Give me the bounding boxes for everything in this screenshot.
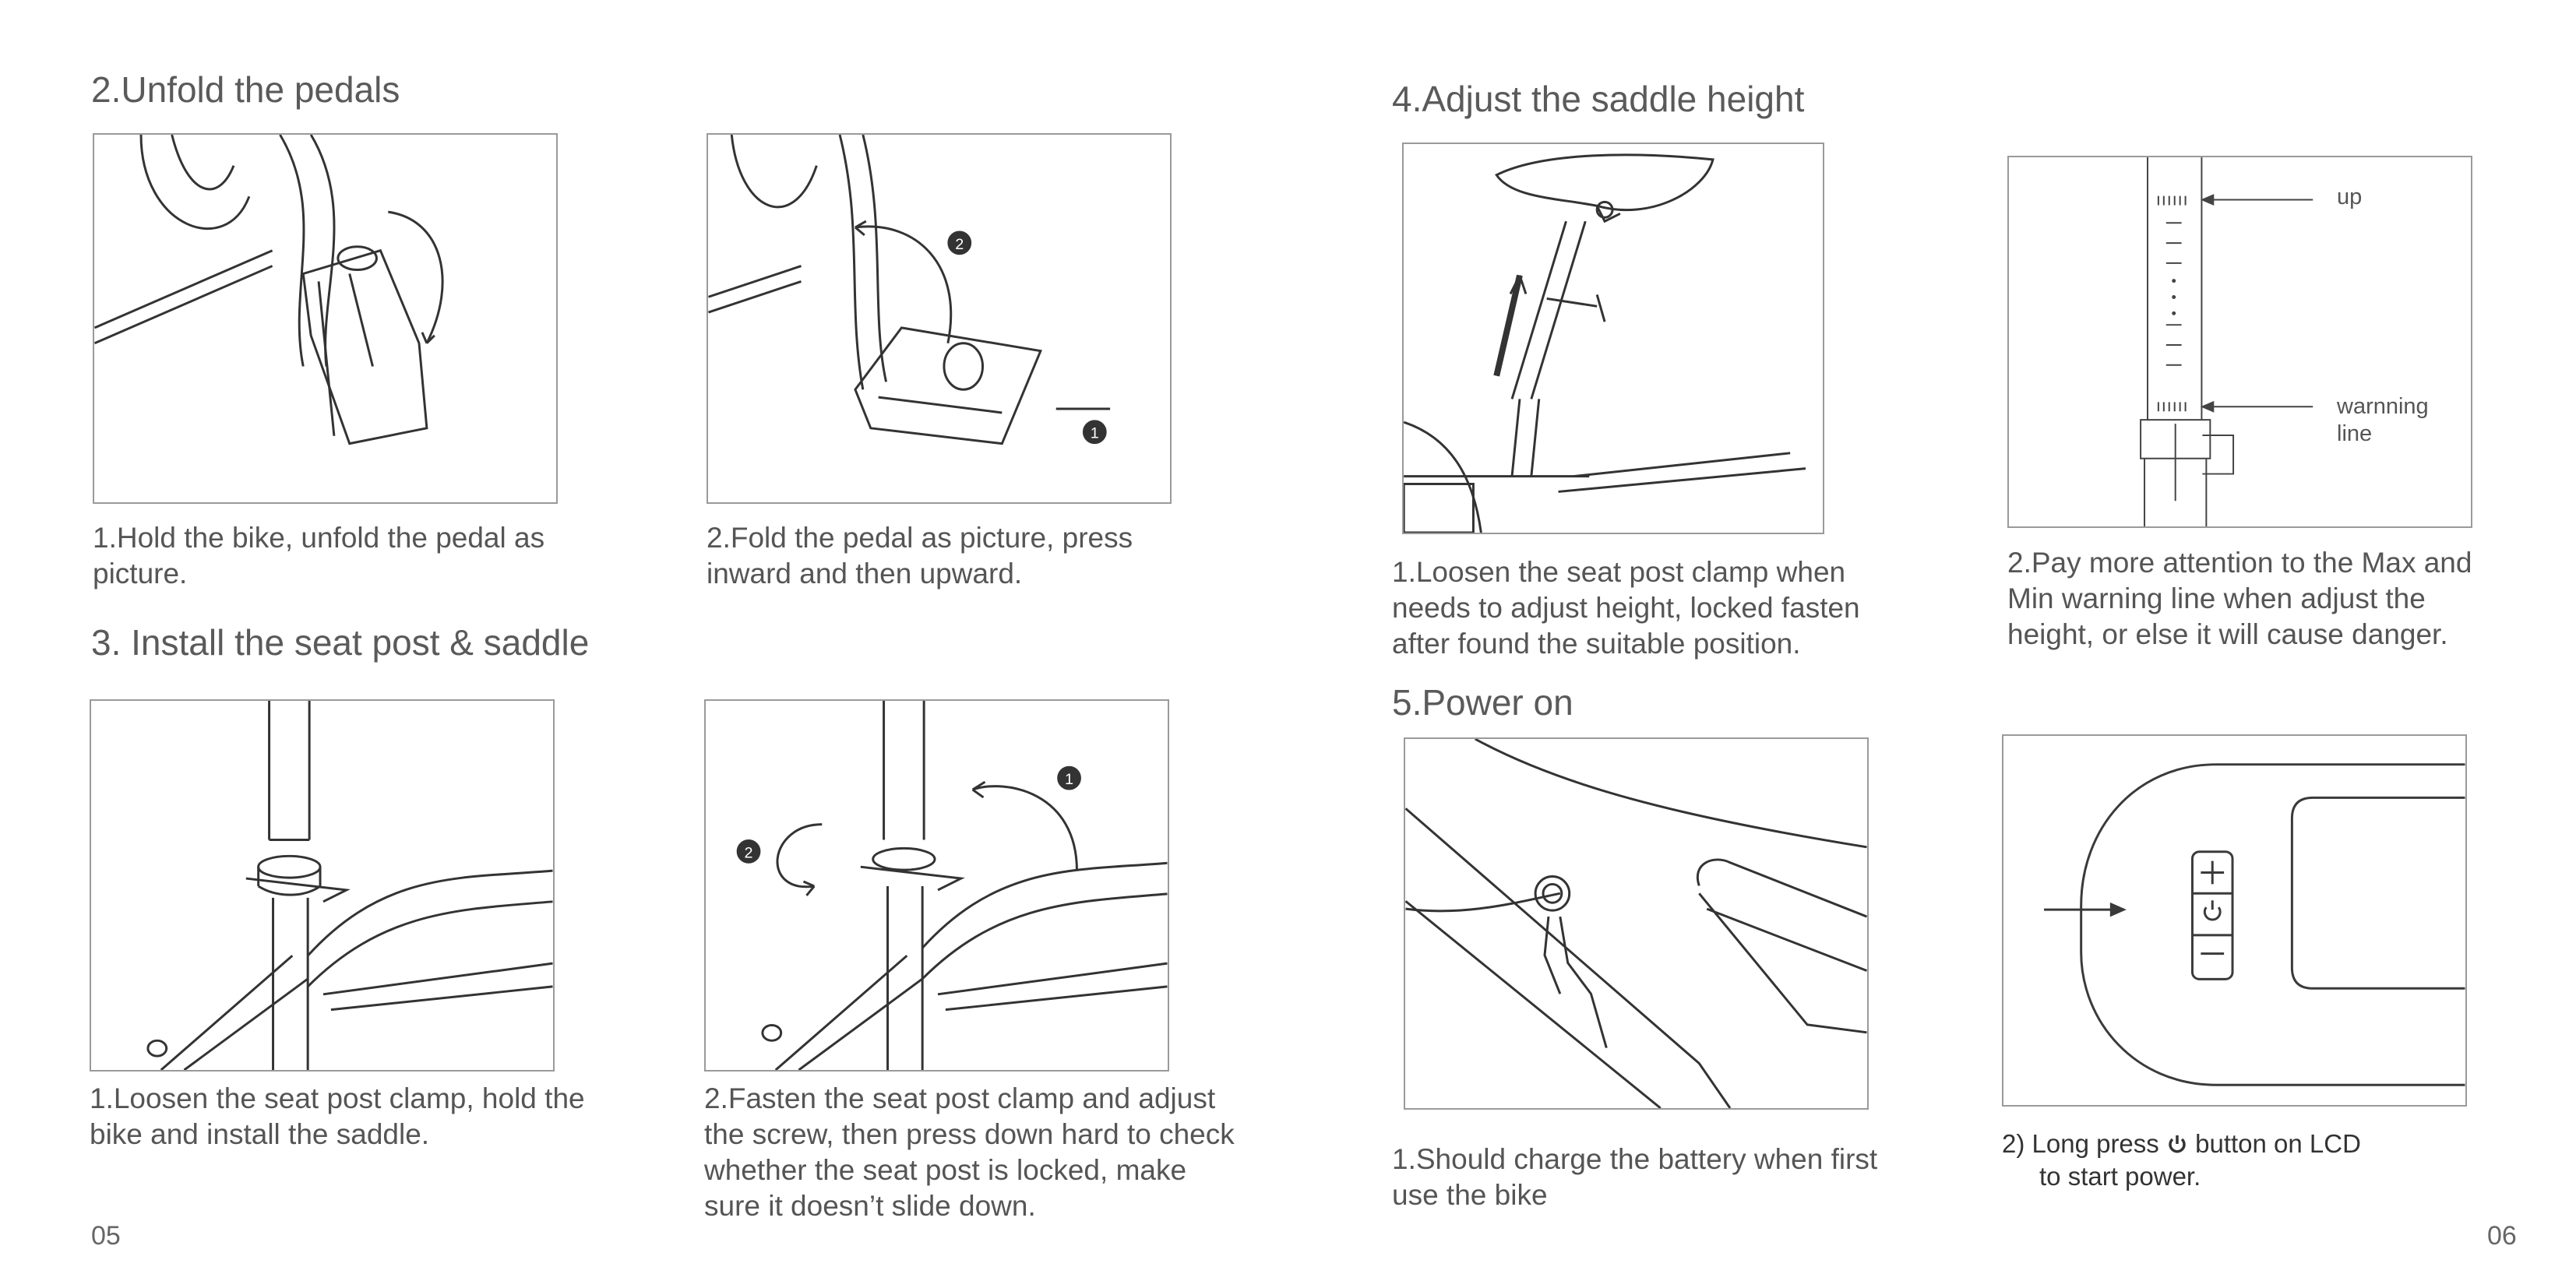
- caption-saddle-step2: 2.Pay more attention to the Max and Min …: [2007, 547, 2472, 650]
- caption-saddle-step1: 1.Loosen the seat post clamp when needs …: [1392, 556, 1860, 660]
- label-warning-line-1: warnning: [2337, 394, 2429, 419]
- caption-power-step1: 1.Should charge the battery when first u…: [1392, 1143, 1878, 1211]
- caption-power-step2-suffix: button on LCD: [2195, 1129, 2361, 1158]
- illustration-fasten-clamp: 1 2: [704, 699, 1169, 1072]
- caption-seatpost-step2: 2.Fasten the seat post clamp and adjust …: [704, 1082, 1235, 1222]
- power-icon: [2169, 1135, 2186, 1153]
- marker-2: 2: [745, 844, 753, 861]
- caption-power-step2: 2) Long press button on LCD to start pow…: [2002, 1128, 2485, 1193]
- section-title-power-on: 5.Power on: [1392, 682, 1573, 723]
- illustration-install-saddle: [90, 699, 555, 1072]
- illustration-warning-line: [2007, 156, 2472, 528]
- section-title-adjust-saddle: 4.Adjust the saddle height: [1392, 79, 1805, 119]
- label-warning-line: warnning line: [2337, 393, 2429, 448]
- page-number-left: 05: [91, 1221, 121, 1251]
- caption-unfold-step1: 1.Hold the bike, unfold the pedal as pic…: [93, 522, 545, 589]
- illustration-unfold-pedal: [93, 133, 558, 504]
- section-title-install-seat-post: 3. Install the seat post & saddle: [91, 622, 590, 663]
- marker-1: 1: [1091, 425, 1099, 442]
- plus-icon: [2201, 860, 2225, 885]
- label-up: up: [2337, 185, 2363, 209]
- caption-unfold-step2: 2.Fold the pedal as picture, press inwar…: [707, 522, 1133, 589]
- section-title-unfold-pedals: 2.Unfold the pedals: [91, 69, 400, 110]
- caption-power-step2-line2: to start power.: [2039, 1162, 2201, 1191]
- power-icon: [2203, 900, 2222, 921]
- marker-2: 2: [955, 236, 964, 253]
- label-warning-line-2: line: [2337, 421, 2373, 446]
- caption-power-step2-prefix: 2) Long press: [2002, 1129, 2159, 1158]
- page-number-right: 06: [2487, 1221, 2517, 1251]
- marker-1: 1: [1065, 771, 1073, 788]
- illustration-lcd-display: [2002, 734, 2467, 1107]
- illustration-fold-pedal: 2 1: [707, 133, 1172, 504]
- illustration-adjust-height: [1402, 143, 1824, 534]
- illustration-charge-port: [1404, 737, 1869, 1110]
- caption-seatpost-step1: 1.Loosen the seat post clamp, hold the b…: [90, 1082, 585, 1150]
- lcd-button-panel: [2190, 850, 2234, 980]
